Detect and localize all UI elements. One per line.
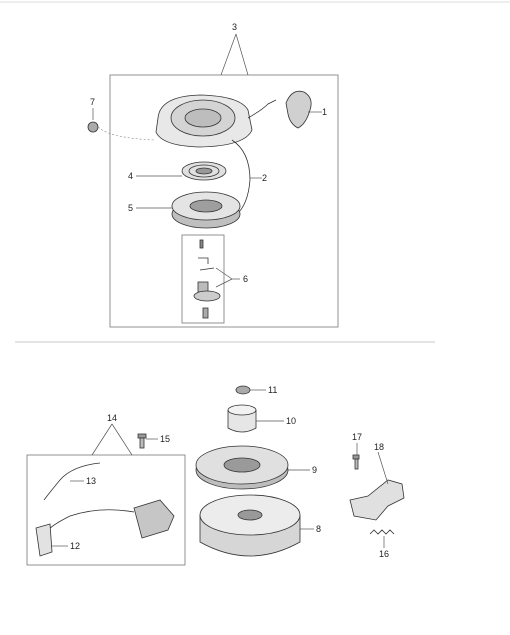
leader-6a (215, 278, 233, 288)
callout-7: 7 (90, 97, 95, 107)
governor-spring (369, 529, 395, 535)
pawl-kit-parts (193, 239, 221, 319)
leader-18 (377, 451, 389, 485)
ignition-box (26, 454, 186, 566)
callout-13: 13 (86, 476, 96, 486)
callout-10: 10 (286, 416, 296, 426)
recoil-spring (181, 161, 227, 181)
leader-6b (215, 267, 233, 280)
callout-18: 18 (374, 442, 384, 452)
callout-2: 2 (262, 173, 267, 183)
leader-14a (91, 423, 113, 456)
starter-handle (285, 90, 312, 129)
flywheel (199, 494, 301, 557)
callout-3: 3 (232, 22, 237, 32)
starter-rope (231, 139, 251, 216)
recoil-starter-box (109, 74, 339, 328)
callout-4: 4 (128, 171, 133, 181)
callout-11: 11 (268, 385, 277, 395)
callout-12: 12 (70, 541, 80, 551)
ground-wire (43, 462, 101, 501)
pawl-kit-box (181, 234, 225, 324)
callout-1: 1 (322, 107, 327, 117)
leader-14b (111, 423, 133, 456)
callout-6: 6 (243, 274, 248, 284)
starter-cup (227, 404, 257, 433)
governor-bracket (349, 479, 405, 521)
callout-5: 5 (128, 203, 133, 213)
leader-3b (235, 33, 249, 76)
ignition-coil (47, 499, 175, 539)
starter-pulley (171, 191, 241, 229)
nut-7 (87, 121, 99, 133)
callout-16: 16 (379, 549, 389, 559)
cooling-fan (195, 445, 289, 490)
callout-14: 14 (107, 413, 117, 423)
flywheel-nut (235, 385, 251, 395)
bolt-17 (352, 454, 360, 470)
leader-3a (220, 33, 237, 76)
spark-plug-cap (35, 523, 53, 557)
callout-17: 17 (352, 432, 362, 442)
callout-15: 15 (160, 434, 170, 444)
starter-housing (155, 94, 277, 148)
bolt-15 (137, 433, 147, 449)
callout-8: 8 (316, 524, 321, 534)
callout-9: 9 (312, 465, 317, 475)
nut-7-guide (97, 126, 155, 141)
